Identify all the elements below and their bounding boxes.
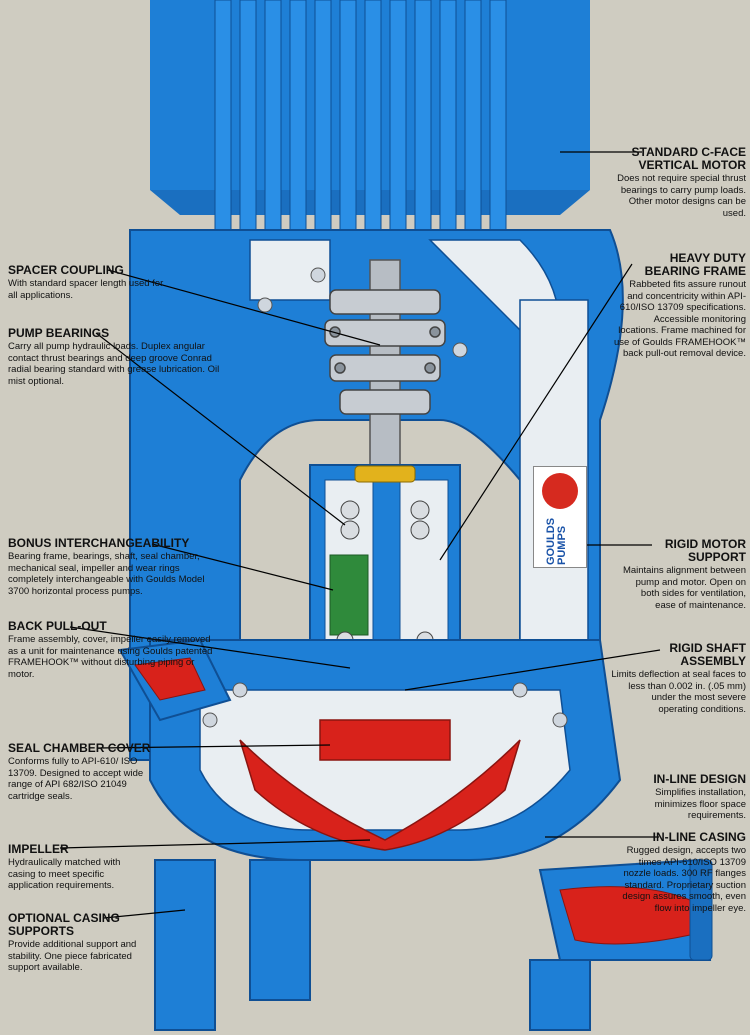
callout-description: Conforms fully to API-610/ ISO 13709. De… [8, 756, 144, 802]
casing-supports [154, 859, 591, 1031]
callout-description: Limits deflection at seal faces to less … [611, 669, 746, 715]
spacer-coupling [324, 289, 446, 415]
callout-description: Rabbeted fits assure runout and concentr… [614, 279, 746, 359]
callout-title: HEAVY DUTY BEARING FRAME [644, 251, 746, 278]
pump-casing [149, 639, 622, 861]
callout-description: Carry all pump hydraulic loads. Duplex a… [8, 341, 220, 387]
callout-title: RIGID SHAFT ASSEMBLY [669, 641, 746, 668]
callout-title: OPTIONAL CASING SUPPORTS [8, 911, 120, 938]
callout-title: SEAL CHAMBER COVER [8, 741, 151, 755]
callout-in-line-design: IN-LINE DESIGN Simplifies installation, … [616, 773, 746, 822]
callout-title: RIGID MOTOR SUPPORT [664, 537, 746, 564]
callout-back-pull-out: BACK PULL-OUT Frame assembly, cover, imp… [8, 620, 213, 680]
callout-description: Provide additional support and stability… [8, 939, 137, 973]
callout-description: With standard spacer length used for all… [8, 278, 164, 301]
callout-description: Frame assembly, cover, impeller easily r… [8, 634, 213, 680]
bearing-frame [309, 464, 461, 656]
callout-rigid-shaft-assembly: RIGID SHAFT ASSEMBLY Limits deflection a… [610, 642, 746, 715]
leader-lines [59, 151, 661, 919]
callout-description: Rugged design, accepts two times API-610… [622, 845, 746, 914]
callout-title: PUMP BEARINGS [8, 326, 110, 340]
callout-heavy-duty-bearing-frame: HEAVY DUTY BEARING FRAME Rabbeted fits a… [614, 252, 746, 360]
callout-seal-chamber-cover: SEAL CHAMBER COVER Conforms fully to API… [8, 742, 153, 802]
callout-title: IN-LINE DESIGN [653, 772, 746, 786]
callout-spacer-coupling: SPACER COUPLING With standard spacer len… [8, 264, 168, 301]
goulds-pumps-logo: GOULDS PUMPS [533, 466, 587, 568]
goulds-swirl-icon [542, 473, 578, 509]
callout-description: Maintains alignment between pump and mot… [622, 565, 746, 611]
callout-title: IN-LINE CASING [652, 830, 746, 844]
callout-description: Hydraulically matched with casing to mee… [8, 857, 121, 891]
callout-description: Does not require special thrust bearings… [617, 173, 746, 219]
callout-title: BONUS INTERCHANGEABILITY [8, 536, 190, 550]
callout-in-line-casing: IN-LINE CASING Rugged design, accepts tw… [610, 831, 746, 914]
callout-description: Bearing frame, bearings, shaft, seal cha… [8, 551, 205, 597]
logo-text: GOULDS PUMPS [545, 517, 568, 565]
callout-optional-casing-supports: OPTIONAL CASING SUPPORTS Provide additio… [8, 912, 143, 974]
callout-pump-bearings: PUMP BEARINGS Carry all pump hydraulic l… [8, 327, 233, 387]
callout-title: BACK PULL-OUT [8, 619, 107, 633]
nozzles [118, 638, 713, 961]
callout-rigid-motor-support: RIGID MOTOR SUPPORT Maintains alignment … [618, 538, 746, 611]
callout-bonus-interchangeability: BONUS INTERCHANGEABILITY Bearing frame, … [8, 537, 213, 597]
impeller-shape [239, 739, 521, 851]
callout-title: SPACER COUPLING [8, 263, 124, 277]
callout-title: IMPELLER [8, 842, 69, 856]
callout-title: STANDARD C-FACE VERTICAL MOTOR [631, 145, 746, 172]
callout-impeller: IMPELLER Hydraulically matched with casi… [8, 843, 148, 892]
callout-standard-c-face-vertical-motor: STANDARD C-FACE VERTICAL MOTOR Does not … [612, 146, 746, 219]
callout-description: Simplifies installation, minimizes floor… [654, 787, 746, 821]
